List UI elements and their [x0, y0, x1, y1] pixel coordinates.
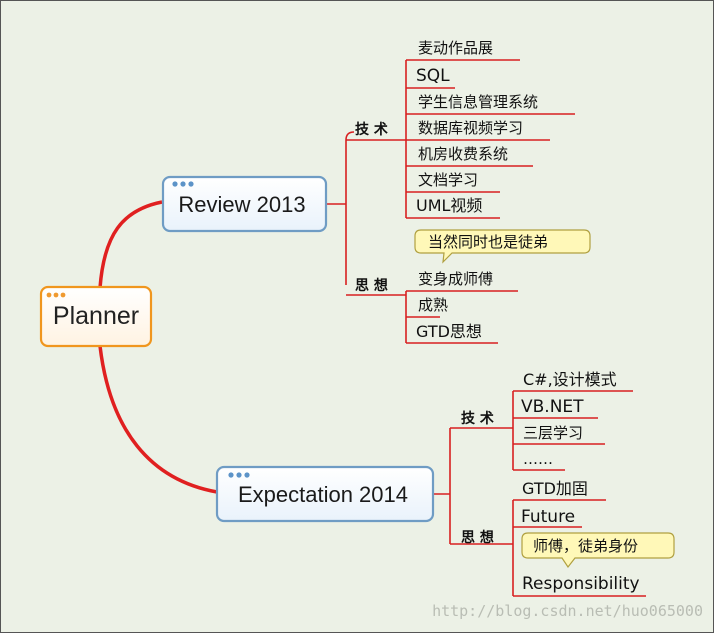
list-item[interactable]: C#,设计模式	[523, 370, 617, 389]
dot-icon	[188, 181, 194, 187]
list-item[interactable]: Future	[521, 507, 575, 527]
dot-icon	[180, 181, 186, 187]
group-label-tech[interactable]: 技 术	[461, 410, 494, 427]
expectation-thought-items: GTD加固 Future Responsibility	[521, 479, 640, 594]
callout-bubble	[414, 229, 591, 264]
review-tech-items: 麦动作品展 SQL 学生信息管理系统 数据库视频学习 机房收费系统 文档学习 U…	[416, 39, 538, 215]
review-thought-items: 变身成师傅 成熟 GTD思想	[416, 270, 493, 341]
list-item[interactable]: 麦动作品展	[418, 39, 493, 57]
dot-icon	[244, 472, 250, 478]
expectation-tech-items: C#,设计模式 VB.NET 三层学习 ……	[521, 370, 617, 468]
review-connectors	[326, 59, 575, 344]
list-item[interactable]: 学生信息管理系统	[418, 93, 538, 111]
list-item[interactable]: 变身成师傅	[418, 270, 493, 288]
list-item[interactable]: UML视频	[416, 196, 482, 215]
topic-expectation-2014[interactable]: Expectation 2014	[215, 465, 435, 523]
topic-label: Review 2013	[178, 192, 305, 217]
group-label-tech[interactable]: 技 术	[355, 121, 388, 138]
dot-icon	[236, 472, 242, 478]
callout-bubble	[521, 532, 675, 569]
list-item[interactable]: Responsibility	[522, 574, 640, 594]
list-item[interactable]: 三层学习	[523, 424, 583, 442]
dot-icon	[172, 181, 178, 187]
callout-expectation[interactable]: 师傅，徒弟身份	[521, 532, 675, 569]
callout-text: 师傅，徒弟身份	[533, 537, 638, 555]
list-item[interactable]: SQL	[416, 66, 450, 86]
connector-review	[98, 200, 163, 289]
dot-icon	[53, 292, 59, 298]
list-item[interactable]: 成熟	[418, 296, 448, 314]
list-item[interactable]: 数据库视频学习	[418, 119, 523, 137]
watermark: http://blog.csdn.net/huo065000	[432, 602, 703, 620]
group-label-thought[interactable]: 思 想	[461, 529, 494, 546]
root-node[interactable]: Planner	[39, 285, 153, 348]
list-item[interactable]: 机房收费系统	[418, 145, 508, 163]
root-label: Planner	[53, 302, 139, 330]
dot-icon	[46, 292, 52, 298]
list-item[interactable]: 文档学习	[418, 171, 478, 189]
list-item[interactable]: VB.NET	[521, 397, 584, 417]
group-label-thought[interactable]: 思 想	[355, 277, 388, 294]
root-connectors	[98, 200, 218, 494]
callout-text: 当然同时也是徒弟	[428, 233, 548, 251]
dot-icon	[228, 472, 234, 478]
topic-label: Expectation 2014	[238, 482, 408, 507]
callout-review[interactable]: 当然同时也是徒弟	[414, 229, 591, 264]
expectation-connectors	[433, 390, 646, 597]
dot-icon	[60, 292, 66, 298]
list-item[interactable]: GTD加固	[522, 479, 588, 498]
list-item[interactable]: GTD思想	[416, 322, 482, 341]
topic-review-2013[interactable]: Review 2013	[161, 175, 328, 233]
connector-expectation	[98, 345, 218, 494]
list-item[interactable]: ……	[523, 450, 553, 468]
